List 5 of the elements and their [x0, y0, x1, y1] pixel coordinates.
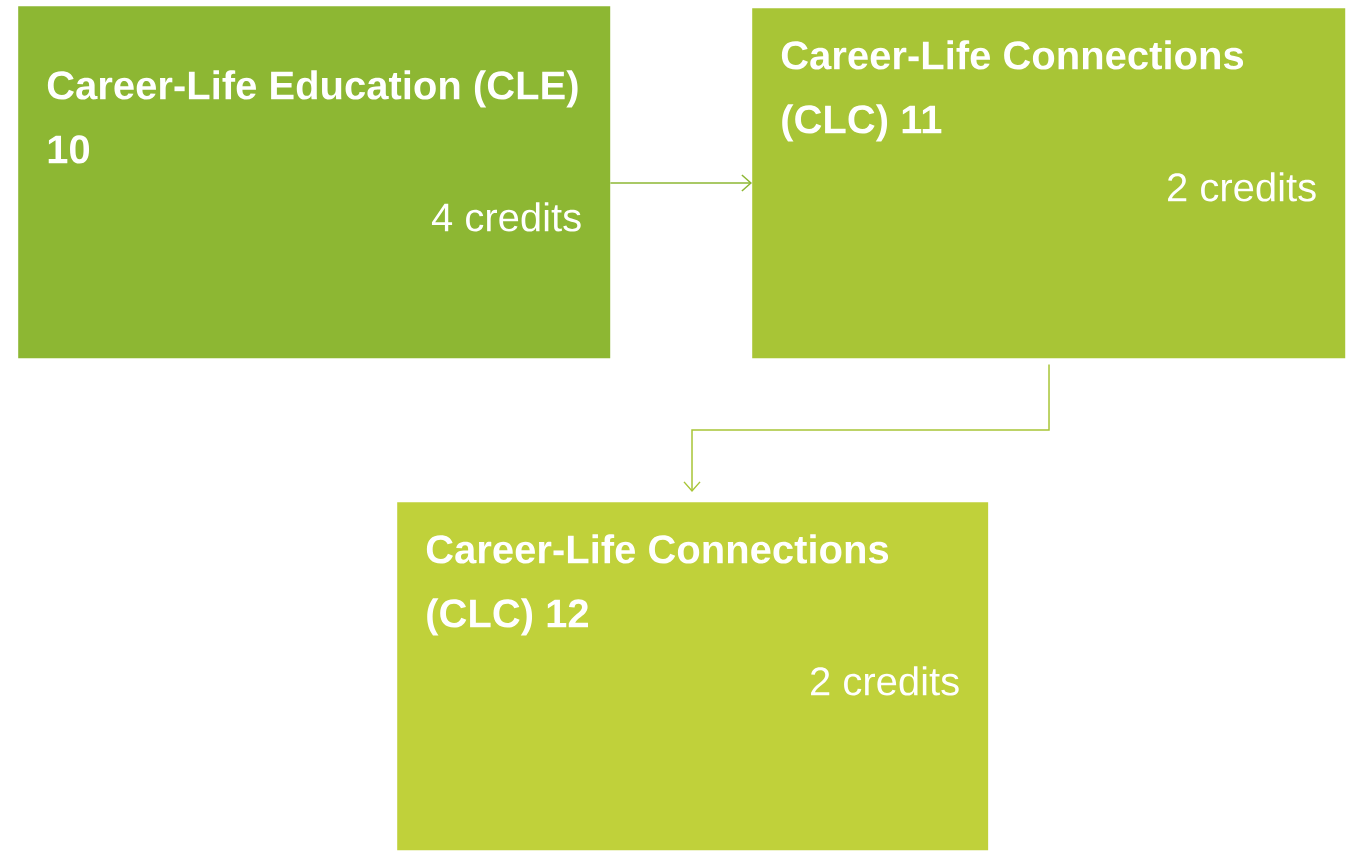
course-box: Career-Life Education (CLE) 10 4 credits [18, 6, 611, 359]
arrow [683, 363, 1050, 492]
arrow [609, 174, 752, 192]
course-box: Career-Life Connections (CLC) 12 2 credits [397, 502, 989, 851]
course-box: Career-Life Connections (CLC) 11 2 credits [752, 8, 1346, 359]
